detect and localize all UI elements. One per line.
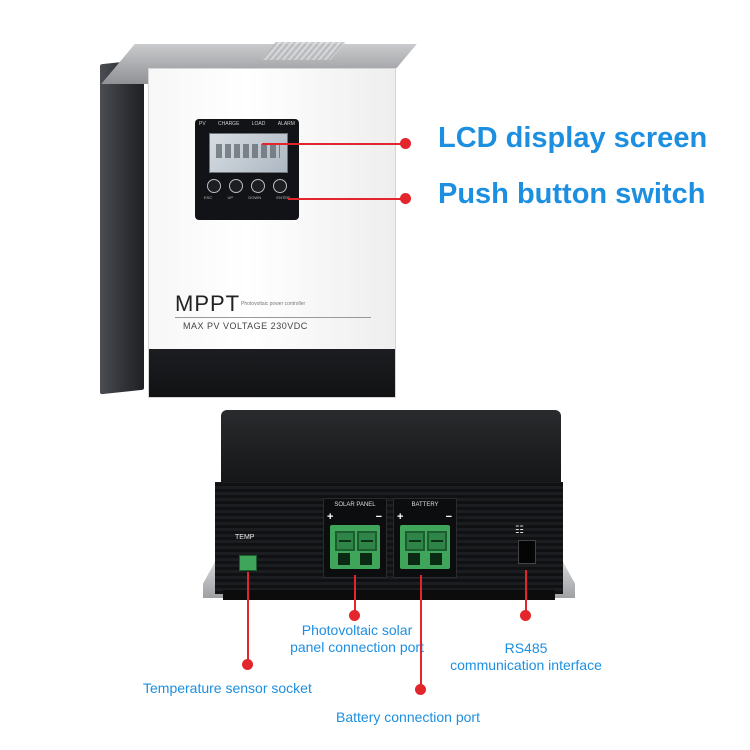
controller-front-view: PV CHARGE LOAD ALARM ESC UP DOWN ENTER M… <box>96 40 426 400</box>
indicator-alarm: ALARM <box>277 121 295 127</box>
battery-terminal[interactable] <box>400 525 450 569</box>
temp-label: TEMP <box>235 534 255 541</box>
brand-divider <box>175 317 371 318</box>
solar-plus-sign: + <box>327 511 334 523</box>
battery-callout-label: Battery connection port <box>336 709 480 725</box>
brand-subtitle: Photovoltaic power controller <box>241 301 306 307</box>
pv-callout-line1: Photovoltaic solar <box>301 622 413 638</box>
solar-panel-terminal[interactable] <box>330 525 380 569</box>
temp-callout-line <box>247 572 249 664</box>
rs485-callout-line1: RS485 <box>504 640 548 656</box>
rs485-callout-line2: communication interface <box>450 657 602 673</box>
esc-button[interactable] <box>207 179 221 193</box>
pv-callout-line2: panel connection port <box>290 639 424 655</box>
voltage-rating: MAX PV VOLTAGE 230VDC <box>183 321 308 331</box>
battery-port-plate: BATTERY + − <box>393 498 457 578</box>
battery-screw-positive <box>405 531 425 551</box>
lcd-digits <box>216 144 280 158</box>
lcd-indicator-labels: PV CHARGE LOAD ALARM <box>199 121 295 127</box>
caption-up: UP <box>227 195 234 200</box>
rs485-port[interactable] <box>518 540 536 564</box>
solar-minus-sign: − <box>375 511 382 523</box>
controller-front-face: PV CHARGE LOAD ALARM ESC UP DOWN ENTER M… <box>148 68 396 398</box>
solar-screw-positive <box>335 531 355 551</box>
rs485-callout-dot <box>520 610 531 621</box>
battery-screw-negative <box>427 531 447 551</box>
solar-slot-positive <box>338 553 350 565</box>
buttons-callout-line <box>288 198 406 200</box>
temperature-sensor-socket[interactable] <box>239 555 257 571</box>
push-button-row <box>207 179 287 193</box>
battery-minus-sign: − <box>445 511 452 523</box>
temp-callout-dot <box>242 659 253 670</box>
heatsink-body <box>215 482 563 594</box>
solar-screw-negative <box>357 531 377 551</box>
lcd-callout-label: LCD display screen <box>438 122 708 154</box>
bottom-lid <box>221 410 561 488</box>
enter-button[interactable] <box>273 179 287 193</box>
pv-callout-label: Photovoltaic solar panel connection port <box>262 622 452 656</box>
indicator-pv: PV <box>199 121 206 127</box>
controller-side-panel <box>100 59 144 395</box>
bottom-base <box>223 590 555 600</box>
pv-callout-dot <box>349 610 360 621</box>
button-captions: ESC UP DOWN ENTER <box>204 195 290 200</box>
battery-callout-dot <box>415 684 426 695</box>
lcd-bezel: PV CHARGE LOAD ALARM ESC UP DOWN ENTER <box>195 119 299 220</box>
rs485-callout-label: RS485 communication interface <box>448 640 604 674</box>
caption-enter: ENTER <box>276 195 290 200</box>
lcd-callout-line <box>262 143 406 145</box>
controller-bottom-view: TEMP SOLAR PANEL + − BATTERY + − ☷ <box>203 410 575 610</box>
front-bottom-band <box>149 349 395 397</box>
battery-plus-sign: + <box>397 511 404 523</box>
rs485-callout-line <box>525 570 527 615</box>
caption-down: DOWN <box>248 195 262 200</box>
caption-esc: ESC <box>204 195 213 200</box>
down-button[interactable] <box>251 179 265 193</box>
temp-callout-label: Temperature sensor socket <box>143 680 312 696</box>
pv-callout-line <box>354 575 356 615</box>
indicator-load: LOAD <box>251 121 266 127</box>
brand-name: MPPT <box>175 291 241 316</box>
battery-slot-negative <box>430 553 442 565</box>
network-icon: ☷ <box>515 525 524 536</box>
indicator-charge: CHARGE <box>218 121 240 127</box>
buttons-callout-dot <box>400 193 411 204</box>
solar-panel-label: SOLAR PANEL <box>334 502 376 508</box>
battery-slot-positive <box>408 553 420 565</box>
battery-callout-line <box>420 575 422 687</box>
lcd-display-screen <box>209 133 288 173</box>
battery-label: BATTERY <box>411 502 439 508</box>
lcd-callout-dot <box>400 138 411 149</box>
buttons-callout-label: Push button switch <box>438 178 706 210</box>
solar-slot-negative <box>360 553 372 565</box>
up-button[interactable] <box>229 179 243 193</box>
solar-panel-port-plate: SOLAR PANEL + − <box>323 498 387 578</box>
